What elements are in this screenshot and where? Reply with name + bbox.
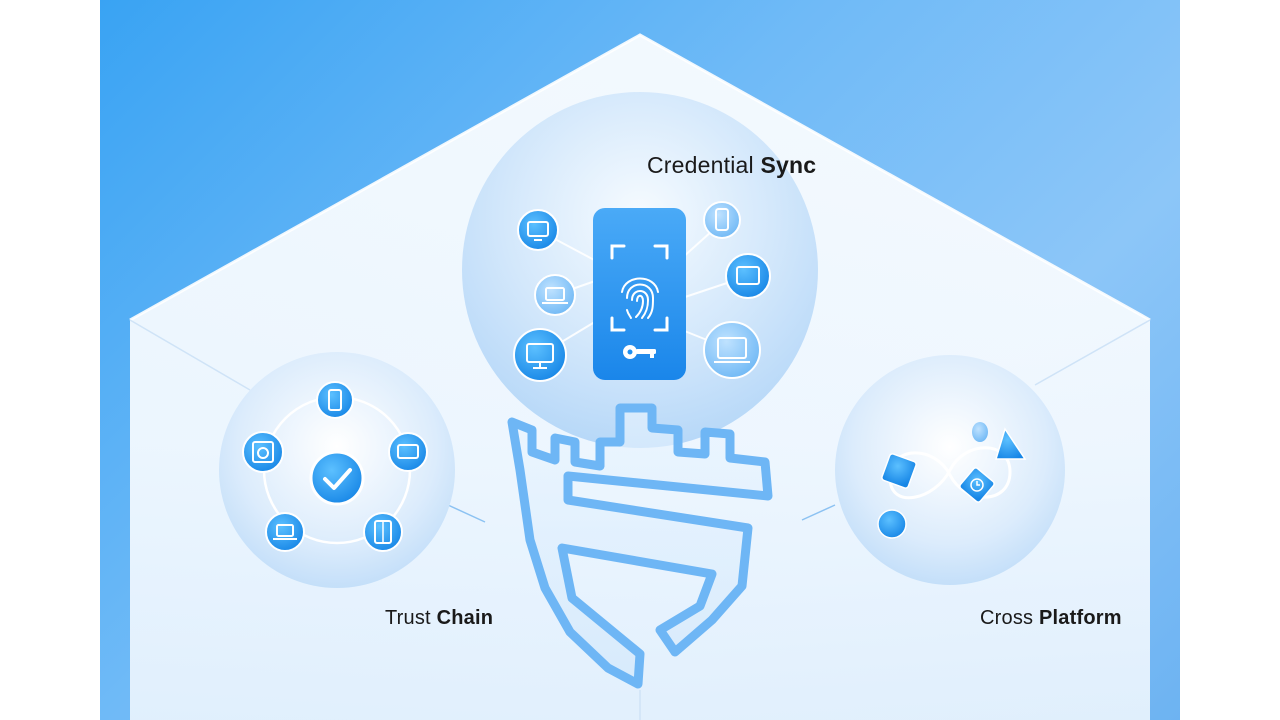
tv-icon-bottom-left [513, 328, 567, 382]
tablet-icon-right [725, 253, 771, 299]
panel-roof-edge [129, 33, 1151, 322]
monitor-icon-top-left [517, 209, 559, 251]
scan-frame-icon [610, 244, 669, 332]
clock-shape-icon [959, 467, 995, 503]
capsule-shape-icon [972, 422, 988, 442]
checkmark-icon [309, 450, 365, 506]
phone-icon-top-right [703, 201, 741, 239]
laptop-node-icon [265, 512, 305, 552]
connector-right [801, 504, 836, 521]
panel-fold-right [1034, 319, 1151, 386]
cross-platform-circle [835, 355, 1065, 585]
shield-logo-icon [507, 403, 773, 689]
fridge-node-icon [363, 512, 403, 552]
smartphone-icon [593, 208, 686, 380]
illustration: Credential Sync Trust Chain Cross Platfo… [100, 0, 1180, 720]
credential-sync-circle [462, 92, 818, 448]
trust-chain-label: Trust Chain [385, 607, 494, 629]
left-margin [0, 0, 100, 720]
infinity-path [888, 446, 1012, 500]
trust-chain-circle [219, 352, 455, 588]
cross-platform-label: Cross Platform [980, 607, 1122, 629]
phone-node-icon [316, 381, 354, 419]
panel-fold-left [129, 319, 251, 391]
right-margin [1180, 0, 1280, 720]
fingerprint-icon [621, 277, 659, 319]
laptop-icon-left [534, 274, 576, 316]
monitor-node-icon [388, 432, 428, 472]
illustration-svg [129, 33, 1151, 720]
laptop-icon-bottom-right [703, 321, 761, 379]
key-icon [623, 345, 656, 359]
credential-sync-label: Credential Sync [647, 152, 817, 178]
triangle-shape-icon [994, 427, 1027, 460]
sphere-shape-icon [877, 509, 907, 539]
connector-left [447, 504, 486, 523]
washer-node-icon [242, 431, 284, 473]
cube-shape-icon [881, 453, 917, 489]
